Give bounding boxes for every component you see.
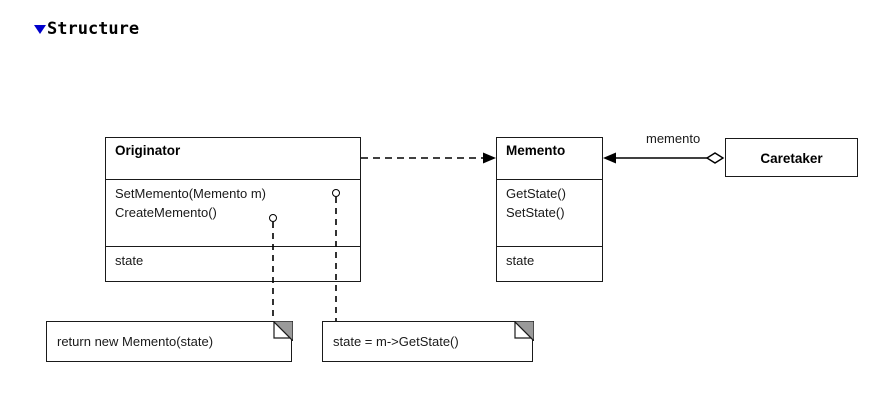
note-anchor-setmemento <box>332 189 340 197</box>
note-create-memento[interactable]: return new Memento(state) <box>46 320 293 362</box>
class-box-memento[interactable]: Memento GetState() SetState() state <box>496 137 603 282</box>
triangle-down-icon[interactable] <box>34 25 46 34</box>
note-text: state = m->GetState() <box>333 333 459 349</box>
class-name-compartment: Originator <box>106 138 360 179</box>
page-title: Structure <box>47 19 140 39</box>
operation-creatememento: CreateMemento() <box>115 205 217 220</box>
note-anchor-creatememento <box>269 214 277 222</box>
edge-caretaker-to-memento <box>603 152 725 164</box>
class-name: Originator <box>115 143 181 158</box>
note-fold-corner-icon <box>272 320 293 341</box>
class-name: Caretaker <box>760 151 823 166</box>
section-header[interactable]: Structure <box>34 18 139 42</box>
note-text: return new Memento(state) <box>57 333 214 349</box>
attribute-state: state <box>506 253 535 268</box>
association-label-memento: memento <box>646 131 701 146</box>
class-operations-compartment: SetMemento(Memento m) CreateMemento() <box>106 179 360 246</box>
attribute-state: state <box>115 253 144 268</box>
note-fold-corner-icon <box>513 320 534 341</box>
operation-getstate: GetState() <box>506 186 566 201</box>
class-attributes-compartment: state <box>497 246 602 283</box>
class-box-caretaker[interactable]: Caretaker <box>725 138 858 177</box>
operation-setmemento: SetMemento(Memento m) <box>115 186 266 201</box>
edge-originator-to-memento <box>361 152 496 164</box>
operation-setstate: SetState() <box>506 205 565 220</box>
class-name: Memento <box>506 143 566 158</box>
class-name-compartment: Caretaker <box>726 139 857 178</box>
class-operations-compartment: GetState() SetState() <box>497 179 602 246</box>
class-attributes-compartment: state <box>106 246 360 283</box>
class-box-originator[interactable]: Originator SetMemento(Memento m) CreateM… <box>105 137 361 282</box>
class-name-compartment: Memento <box>497 138 602 179</box>
note-set-state[interactable]: state = m->GetState() <box>322 320 534 362</box>
